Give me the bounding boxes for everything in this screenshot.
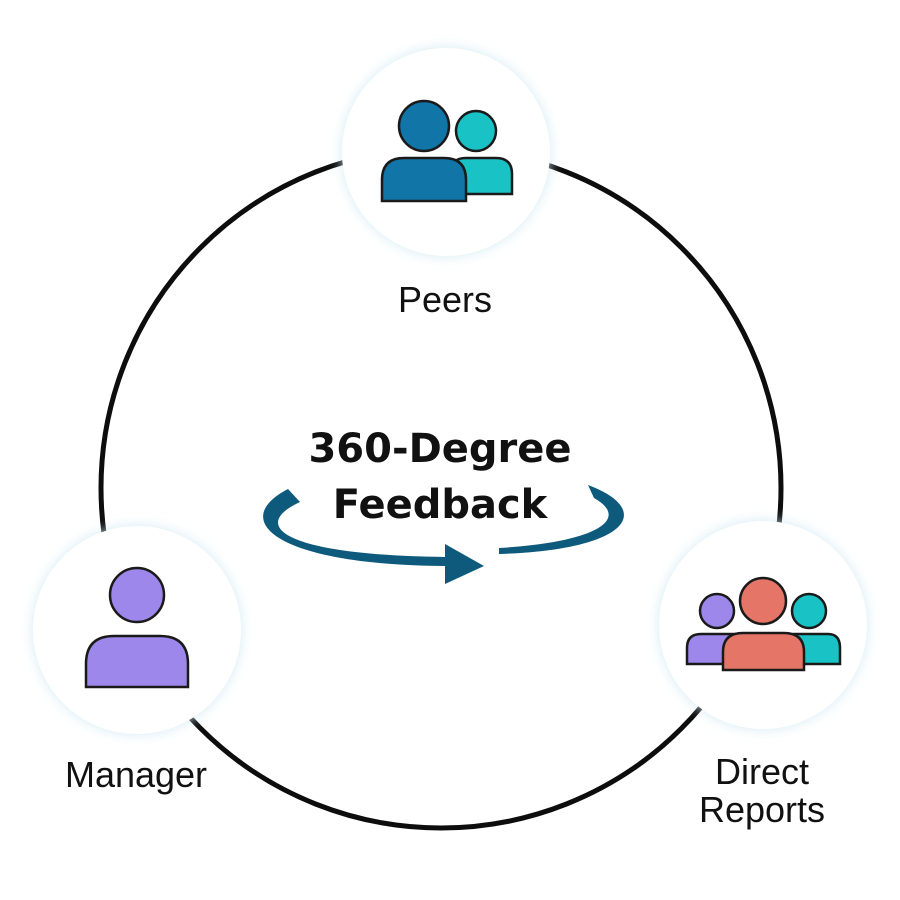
manager-label: Manager <box>65 754 207 795</box>
center-title-line2: Feedback <box>333 482 549 528</box>
peers-node-circle <box>342 48 550 256</box>
peers-label: Peers <box>398 279 492 320</box>
manager-node-circle <box>33 526 241 734</box>
center-title-line1: 360-Degree <box>308 426 571 472</box>
direct-reports-label-line1: Direct <box>715 751 809 792</box>
direct-reports-label-line2: Reports <box>699 789 825 830</box>
two-people-icon <box>380 99 514 203</box>
direct-reports-node: Direct Reports <box>659 521 867 830</box>
three-people-icon <box>685 576 842 672</box>
manager-node: Manager <box>33 526 241 795</box>
circular-arrow-icon <box>263 485 624 584</box>
single-person-icon <box>84 566 190 689</box>
peers-node: Peers <box>342 48 550 320</box>
